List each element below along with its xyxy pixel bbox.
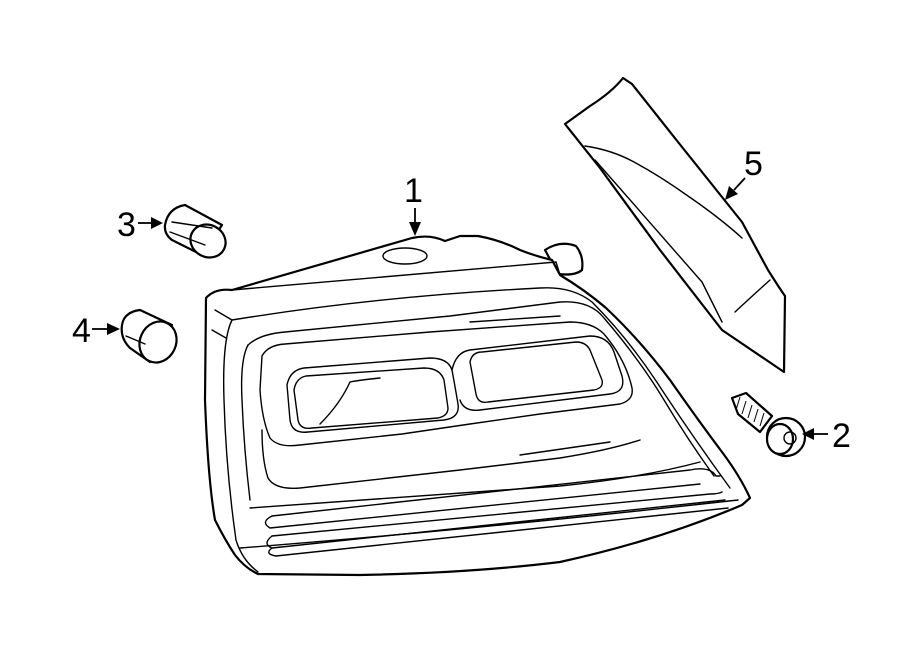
callout-5: 5 xyxy=(744,145,763,183)
leader-4 xyxy=(92,323,120,335)
tail-lamp-assembly-part-1[interactable] xyxy=(203,234,752,577)
leader-2 xyxy=(802,428,828,440)
callout-4: 4 xyxy=(72,312,91,350)
screw-part-2[interactable] xyxy=(730,391,807,458)
leader-3 xyxy=(138,217,163,229)
callout-2: 2 xyxy=(832,417,851,455)
leader-1 xyxy=(409,208,421,236)
callout-3: 3 xyxy=(117,206,136,244)
leader-5 xyxy=(725,177,746,200)
bulb-part-4[interactable] xyxy=(120,308,184,369)
bulb-part-3[interactable] xyxy=(163,203,232,264)
callout-1: 1 xyxy=(404,172,423,210)
trim-panel-part-5[interactable] xyxy=(563,76,787,374)
